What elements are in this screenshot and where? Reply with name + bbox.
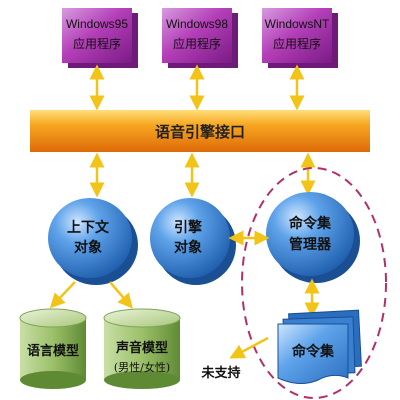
arrow-text-object-language-model xyxy=(49,281,76,309)
engine-object-sphere: 引擎 对象 xyxy=(150,198,236,285)
command-set-stack: 命令集 xyxy=(277,309,362,384)
engine-object-line2: 对象 xyxy=(174,239,202,256)
platform-engine-arrows xyxy=(89,64,305,111)
acoustic-model-label: 声音模型 xyxy=(115,340,168,356)
text-object-sphere: 上下文 对象 xyxy=(48,198,138,285)
engine-interface-bar: 语音引擎接口 xyxy=(30,110,370,152)
language-model-cylinder: 语言模型 xyxy=(19,308,87,389)
platform-box-win95: Windows95 应用程序 xyxy=(62,8,138,68)
platform-box-win98: Windows98 应用程序 xyxy=(162,8,238,68)
command-manager-sphere: 命令集 管理器 xyxy=(266,192,360,283)
arrow-command-set-unsupported xyxy=(229,336,269,359)
arrow-text-object-acoustic-model xyxy=(109,281,133,309)
command-set-label: 命令集 xyxy=(291,343,335,360)
engine-object-line1: 引擎 xyxy=(174,219,202,236)
text-object-line1: 上下文 xyxy=(67,219,110,236)
command-manager-line2: 管理器 xyxy=(289,236,332,253)
platform-os-label: Windows98 xyxy=(166,17,228,31)
platform-box-winnt: WindowsNT 应用程序 xyxy=(262,8,338,68)
acoustic-model-cylinder: 声音模型 (男性/女性) xyxy=(103,308,181,389)
command-set-card-front xyxy=(277,323,349,384)
command-manager-line1: 命令集 xyxy=(288,215,332,232)
platform-app-label: 应用程序 xyxy=(73,36,121,51)
engine-object-arrows xyxy=(89,152,316,198)
platform-app-label: 应用程序 xyxy=(273,36,321,51)
unsupported-label: 未支持 xyxy=(200,365,240,381)
platform-os-label: Windows95 xyxy=(66,17,128,31)
text-object-model-arrows xyxy=(49,281,133,309)
engine-bar-label: 语音引擎接口 xyxy=(155,123,245,141)
acoustic-model-sub-label: (男性/女性) xyxy=(114,360,170,374)
language-model-label: 语言模型 xyxy=(27,343,79,359)
text-object-line2: 对象 xyxy=(74,239,102,256)
platform-os-label: WindowsNT xyxy=(265,17,330,31)
command-group-dashed-ellipse xyxy=(241,167,387,399)
platform-app-label: 应用程序 xyxy=(173,36,221,51)
